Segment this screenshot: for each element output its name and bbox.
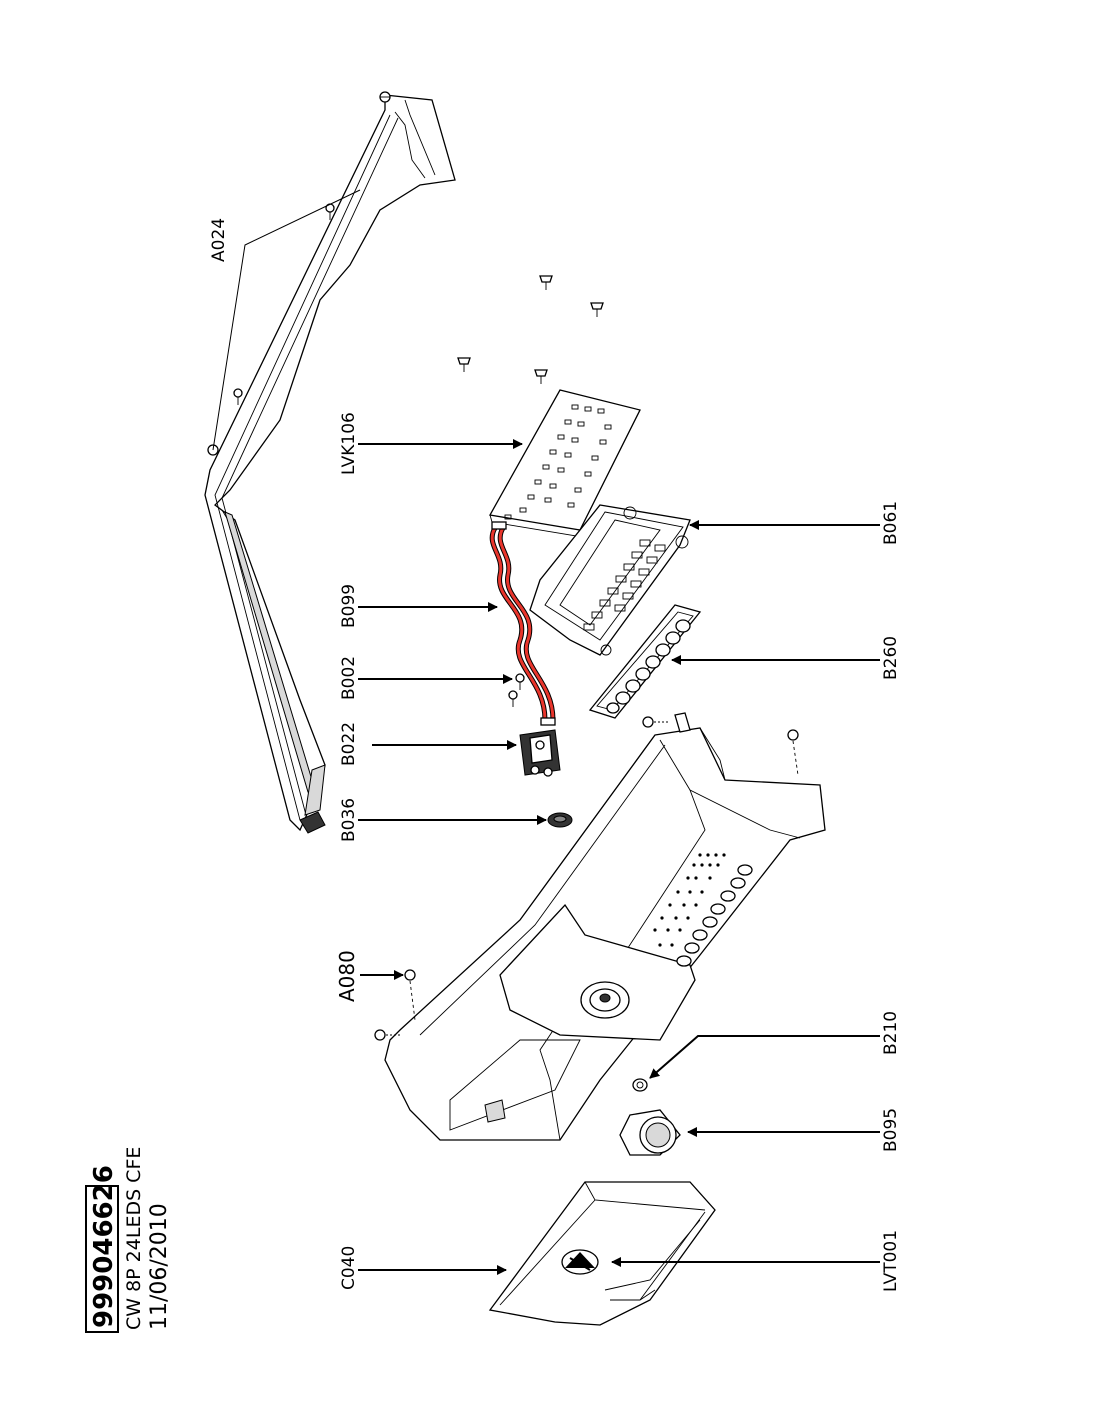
label-b002: B002	[339, 656, 359, 700]
label-b210: B210	[881, 1011, 901, 1055]
label-c040: C040	[339, 1246, 359, 1290]
washer-b036	[547, 812, 573, 828]
title-block: 999046626 CW 8P 24LEDS CFE 11/06/2010	[85, 1147, 172, 1333]
front-cover-c040	[488, 1181, 716, 1326]
wire-harness-b099	[489, 521, 556, 726]
label-b036: B036	[339, 798, 359, 842]
label-b022: B022	[339, 722, 359, 766]
label-b095: B095	[881, 1108, 901, 1152]
label-lvk106: LVK106	[339, 412, 359, 475]
model-name: CW 8P 24LEDS CFE	[123, 1147, 145, 1330]
screw-icon	[515, 673, 525, 690]
leader-a024	[212, 189, 361, 451]
screw-icon	[379, 91, 391, 103]
screw-icon	[590, 302, 604, 317]
pcb-lvk106	[488, 389, 641, 538]
screw-icon	[404, 969, 416, 1021]
label-b061: B061	[881, 501, 901, 545]
part-number: 999046626	[89, 1165, 119, 1328]
label-b260: B260	[881, 636, 901, 680]
part-number-box	[85, 1185, 119, 1333]
leader-b210	[649, 1035, 880, 1079]
screw-icon	[457, 357, 471, 372]
screw-icon	[374, 1029, 400, 1041]
label-a024: A024	[209, 218, 229, 262]
screw-icon	[787, 729, 799, 776]
screw-icon	[642, 716, 670, 728]
label-b099: B099	[339, 584, 359, 628]
drawing-date: 11/06/2010	[147, 1203, 172, 1330]
logo-icon	[561, 1249, 599, 1275]
knob-b095	[619, 1109, 681, 1156]
control-panel-housing	[384, 712, 826, 1141]
screw-icon	[299, 811, 326, 834]
screw-icon	[508, 690, 518, 707]
knob-opening	[580, 981, 630, 1019]
button-strip-b260	[588, 604, 702, 719]
screw-icon	[539, 275, 553, 290]
label-a080: A080	[335, 950, 359, 1002]
panel-a024	[204, 91, 456, 834]
ring-b210	[632, 1078, 648, 1092]
led-holder-b061	[529, 504, 691, 656]
label-lvt001: LVT001	[881, 1230, 901, 1292]
screw-icon	[233, 388, 243, 405]
selector-switch-b022	[519, 729, 561, 777]
screw-icon	[534, 369, 548, 384]
